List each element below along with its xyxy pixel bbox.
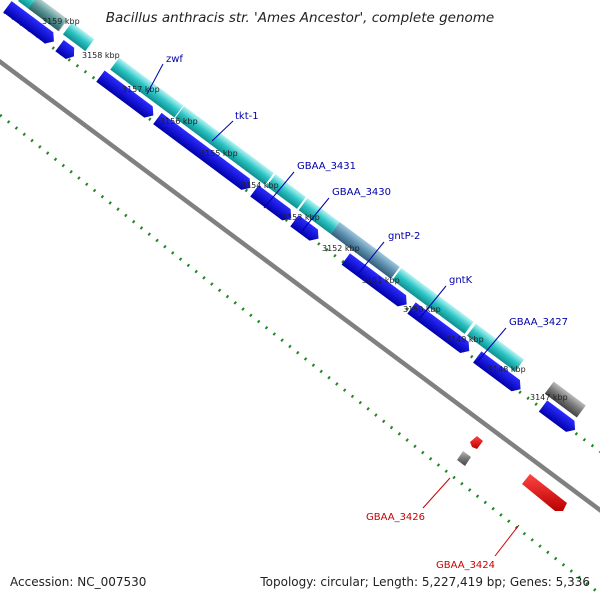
tick-label: 3152 kbp (322, 244, 360, 253)
tick-label: 3147 kbp (530, 393, 568, 402)
feature-gbaa3431-block (175, 106, 274, 186)
gene-label-leader (211, 120, 234, 142)
feature-zwf-block (62, 22, 95, 52)
accession-text: Accession: NC_007530 (10, 575, 146, 589)
gene-label[interactable]: GBAA_3427 (509, 317, 568, 328)
tick-label: 3155 kbp (200, 149, 238, 158)
cds-arrow-3 (96, 70, 154, 118)
gene-label[interactable]: GBAA_3431 (297, 161, 356, 172)
cds-arrow-9 (473, 351, 521, 392)
cds-arrow-2 (55, 40, 75, 60)
gene-label-leader (477, 327, 507, 362)
gene-label-leader (146, 63, 164, 95)
cds-arrow-7 (341, 253, 407, 307)
small-features (457, 436, 567, 511)
gene-label[interactable]: GBAA_3424 (436, 560, 495, 571)
tick-label: 3157 kbp (122, 85, 160, 94)
cds-arrow-10 (538, 400, 576, 432)
tick-label: 3158 kbp (82, 51, 120, 60)
gene-label-leader (301, 197, 330, 232)
red-feature-gbaa3424 (522, 474, 567, 511)
gene-label-leader (494, 524, 520, 557)
gene-label-leader (422, 477, 451, 509)
feature-gntp2-block (298, 198, 340, 235)
feature-gbaa3430-block (266, 174, 306, 209)
tick-label: 3150 kbp (403, 305, 441, 314)
backbone-line (0, 58, 600, 513)
gene-label[interactable]: tkt-1 (235, 111, 259, 122)
map-title: Bacillus anthracis str. 'Ames Ancestor',… (106, 10, 494, 26)
feature-tkt1-block (110, 57, 184, 118)
gene-label[interactable]: gntK (449, 275, 473, 286)
cds-arrow-1 (3, 1, 54, 44)
feature-gbaa3427-block (466, 323, 525, 372)
gene-label[interactable]: GBAA_3426 (366, 512, 425, 523)
red-feature-gbaa3426 (470, 436, 483, 449)
gene-label-leader (357, 241, 385, 275)
feature-track (3, 0, 586, 432)
feature-gntp2-bluegray (330, 221, 400, 279)
gene-label[interactable]: GBAA_3430 (332, 187, 391, 198)
tick-label: 3151 kbp (362, 276, 400, 285)
genome-stats-text: Topology: circular; Length: 5,227,419 bp… (259, 575, 590, 589)
cds-arrow-4 (153, 112, 251, 190)
cds-arrow-5 (250, 185, 292, 221)
feature-gntk-block (392, 268, 474, 334)
tick-label: 3156 kbp (160, 117, 198, 126)
gene-label-leader (419, 285, 447, 319)
gene-label[interactable]: gntP-2 (388, 231, 420, 242)
tick-label: 3153 kbp (282, 213, 320, 222)
gene-label[interactable]: zwf (166, 54, 183, 65)
gray-feature-small (457, 451, 471, 466)
tick-label: 3148 kbp (488, 365, 526, 374)
gene-label-leader (263, 171, 295, 209)
feature-gray-2 (544, 381, 586, 418)
tick-label: 3154 kbp (241, 181, 279, 190)
tick-labels: 3159 kbp 3158 kbp 3157 kbp 3156 kbp 3155 kbp… (42, 17, 568, 402)
tick-label: 3159 kbp (42, 17, 80, 26)
feature-gray-1 (28, 0, 68, 32)
tick-label: 3149 kbp (446, 335, 484, 344)
